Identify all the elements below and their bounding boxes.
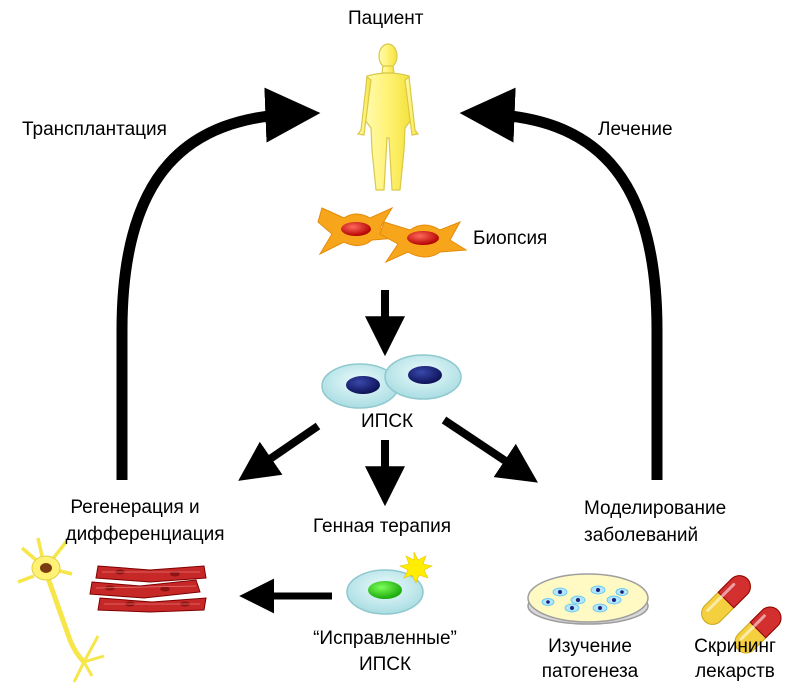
muscle-fibers-icon bbox=[89, 565, 207, 613]
patient-label: Пациент bbox=[348, 8, 424, 29]
pathogenesis-label-line1: Изучение bbox=[548, 636, 632, 657]
ipsc-cells-icon bbox=[321, 354, 462, 409]
ipsc-to-modeling-arrow bbox=[441, 416, 538, 483]
patient-figure-icon bbox=[356, 43, 420, 191]
petri-dish-icon bbox=[527, 573, 649, 625]
drug-screening-label-line2: лекарств bbox=[695, 661, 775, 682]
transplantation-arrow bbox=[116, 87, 321, 480]
neuron-icon bbox=[17, 537, 105, 683]
treatment-label: Лечение bbox=[598, 119, 673, 140]
corrected-ipsc-label-line1: “Исправленные” bbox=[313, 628, 457, 649]
corrected-ipsc-icon bbox=[346, 551, 433, 615]
ipsc-label: ИПСК bbox=[361, 411, 414, 432]
pill-capsules-icon bbox=[701, 575, 782, 654]
modeling-label-line1: Моделирование bbox=[584, 498, 727, 519]
ipsc-to-regeneration-arrow bbox=[238, 422, 321, 481]
corrected-ipsc-label-line2: ИПСК bbox=[358, 654, 412, 675]
regeneration-label-line2: дифференциация bbox=[65, 524, 225, 545]
modeling-label-line2: заболеваний bbox=[584, 525, 699, 546]
gene-therapy-label: Генная терапия bbox=[313, 516, 452, 537]
regeneration-label-line1: Регенерация и bbox=[70, 497, 200, 518]
drug-screening-label-line1: Скрининг bbox=[694, 636, 776, 657]
fibroblast-cells-icon bbox=[317, 206, 468, 264]
pathogenesis-label-line2: патогенеза bbox=[541, 661, 639, 682]
transplantation-label: Трансплантация bbox=[22, 119, 167, 140]
treatment-arrow bbox=[459, 87, 663, 480]
biopsy-label: Биопсия bbox=[473, 228, 548, 249]
